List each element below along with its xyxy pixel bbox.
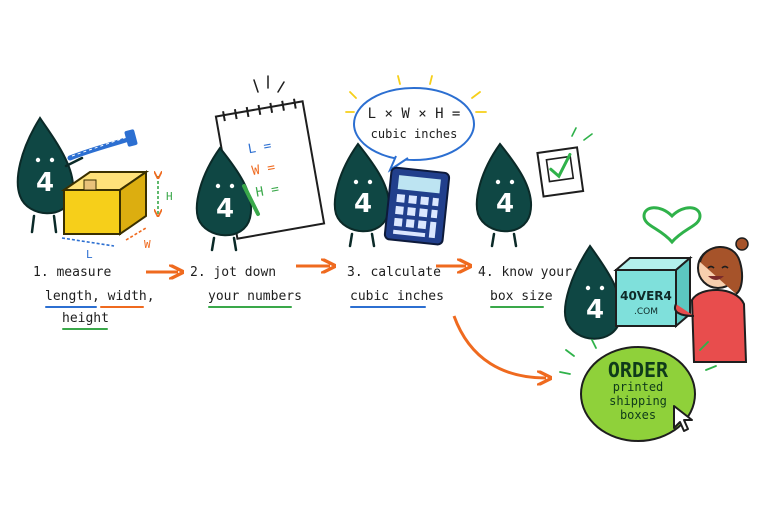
order-button-line3: boxes bbox=[619, 408, 657, 422]
cardboard-box-icon bbox=[60, 170, 150, 236]
box-domain: .COM bbox=[634, 307, 658, 317]
length-dimension-line bbox=[61, 237, 115, 247]
width-dimension-label: W bbox=[144, 238, 151, 251]
tape-measure-icon bbox=[67, 129, 138, 161]
shipping-box-icon: 40VER4 .COM bbox=[613, 255, 693, 329]
order-button-line1: printed bbox=[612, 380, 664, 394]
heart-icon bbox=[642, 206, 702, 245]
svg-text:4: 4 bbox=[354, 189, 372, 219]
step1-height: height bbox=[62, 311, 109, 326]
step4-subtitle: box size bbox=[490, 289, 553, 304]
order-button-title: ORDER bbox=[607, 358, 669, 382]
bubble-formula: L × W × H = bbox=[368, 106, 461, 122]
calculator-icon bbox=[383, 166, 451, 246]
mascot-step1: 4 bbox=[16, 116, 84, 234]
bubble-sparks bbox=[345, 75, 487, 113]
speech-bubble: L × W × H = cubic inches bbox=[353, 87, 475, 173]
cursor-icon bbox=[673, 405, 693, 432]
pencil-icon bbox=[242, 184, 260, 216]
svg-text:4: 4 bbox=[216, 194, 234, 224]
order-button-line2: shipping bbox=[609, 394, 667, 408]
step4-title: 4. know your bbox=[478, 265, 572, 280]
mascot-delivery: 4 bbox=[564, 244, 623, 340]
step2-subtitle: your numbers bbox=[208, 289, 302, 304]
order-button-halo bbox=[559, 339, 717, 375]
step1-title: 1. measure bbox=[33, 265, 112, 280]
checklist-icon bbox=[536, 146, 585, 198]
width-underline bbox=[100, 306, 144, 308]
width-dimension-line bbox=[125, 227, 147, 241]
notepad-width: W = bbox=[251, 160, 277, 179]
customer-person bbox=[674, 237, 749, 363]
bubble-result: cubic inches bbox=[371, 127, 458, 141]
box-brand: 40VER4 bbox=[620, 289, 672, 303]
flow-arrow-to-order bbox=[452, 315, 546, 378]
step3-underline bbox=[350, 306, 426, 308]
mascot-step4: 4 bbox=[475, 142, 533, 248]
length-dimension-label: L bbox=[86, 248, 93, 261]
step2-underline bbox=[208, 306, 292, 308]
height-underline bbox=[62, 328, 108, 330]
svg-text:4: 4 bbox=[586, 295, 604, 325]
mascot-step2: 4 bbox=[195, 146, 253, 252]
step4-underline bbox=[490, 306, 544, 308]
notepad-height: H = bbox=[255, 182, 281, 201]
step2-title: 2. jot down bbox=[190, 265, 277, 280]
length-underline bbox=[45, 306, 97, 308]
idea-sparks bbox=[253, 75, 285, 93]
check-sparks bbox=[571, 127, 593, 141]
mascot-step3: 4 bbox=[333, 142, 391, 248]
mascot-label: 4 bbox=[36, 168, 54, 198]
step3-subtitle: cubic inches bbox=[350, 289, 444, 304]
notepad-length: L = bbox=[247, 138, 273, 157]
step3-title: 3. calculate bbox=[347, 265, 441, 280]
svg-text:4: 4 bbox=[496, 189, 514, 219]
step1-dimensions: length, width, bbox=[45, 289, 155, 304]
height-dimension-label: H bbox=[166, 190, 173, 203]
